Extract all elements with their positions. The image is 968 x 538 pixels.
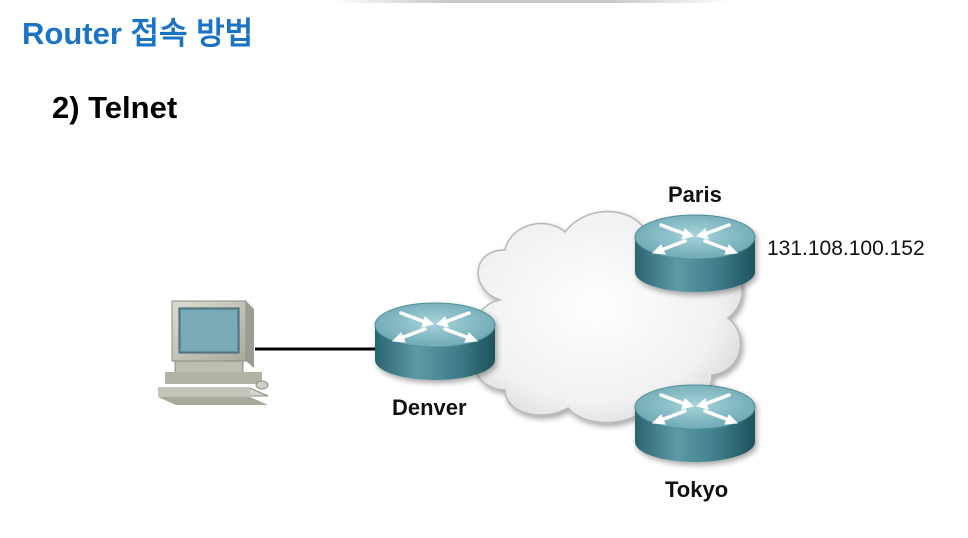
router-icon: [634, 214, 756, 292]
router-icon: [634, 384, 756, 462]
router-label-denver: Denver: [392, 395, 467, 420]
router-label-tokyo: Tokyo: [665, 477, 728, 502]
router-icon: [374, 302, 496, 380]
router-ip-paris: 131.108.100.152: [767, 237, 925, 260]
router-label-paris: Paris: [668, 182, 722, 207]
workstation-icon: [157, 300, 269, 405]
page-title: Router 접속 방법: [22, 16, 254, 51]
header-rule: [330, 0, 730, 3]
section-subtitle: 2) Telnet: [52, 90, 178, 125]
